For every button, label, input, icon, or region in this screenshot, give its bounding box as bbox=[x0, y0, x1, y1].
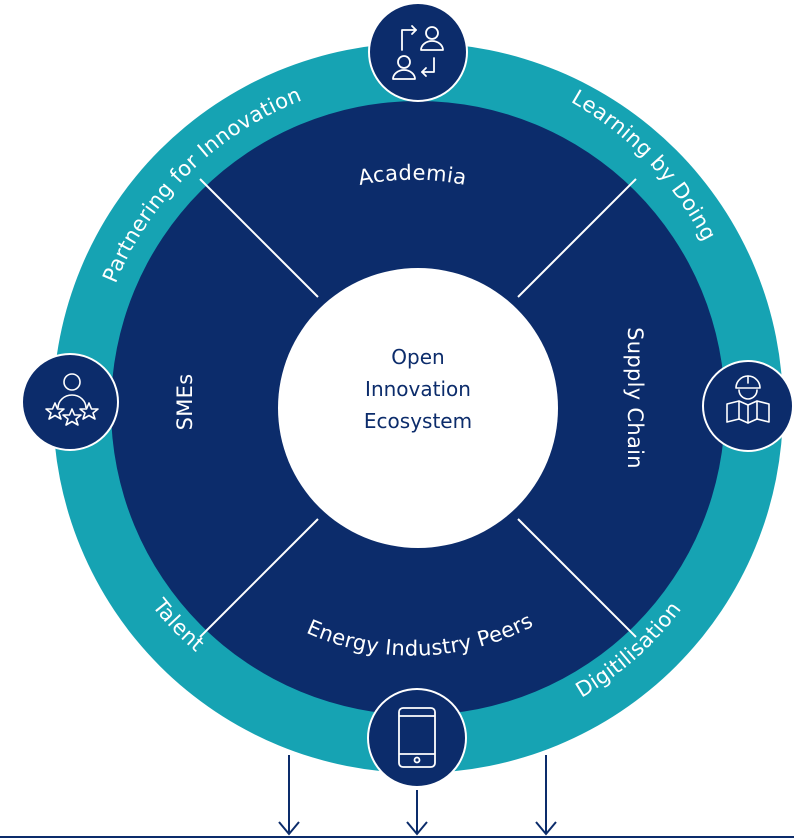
center-title-line1: Open bbox=[391, 345, 444, 369]
quadrant-label-smes: SMEs bbox=[173, 374, 197, 431]
center-title-line3: Ecosystem bbox=[364, 409, 472, 433]
quadrant-dividers bbox=[199, 178, 637, 638]
exchange-people-icon bbox=[368, 2, 468, 102]
center-title-line2: Innovation bbox=[365, 377, 471, 401]
down-arrows bbox=[278, 755, 557, 836]
center-circle bbox=[278, 268, 558, 548]
person-with-stars-icon bbox=[21, 353, 119, 451]
engineer-with-plans-icon bbox=[702, 360, 794, 452]
mobile-phone-icon bbox=[367, 688, 467, 788]
quadrant-label-supply-chain: Supply Chain bbox=[623, 327, 647, 469]
